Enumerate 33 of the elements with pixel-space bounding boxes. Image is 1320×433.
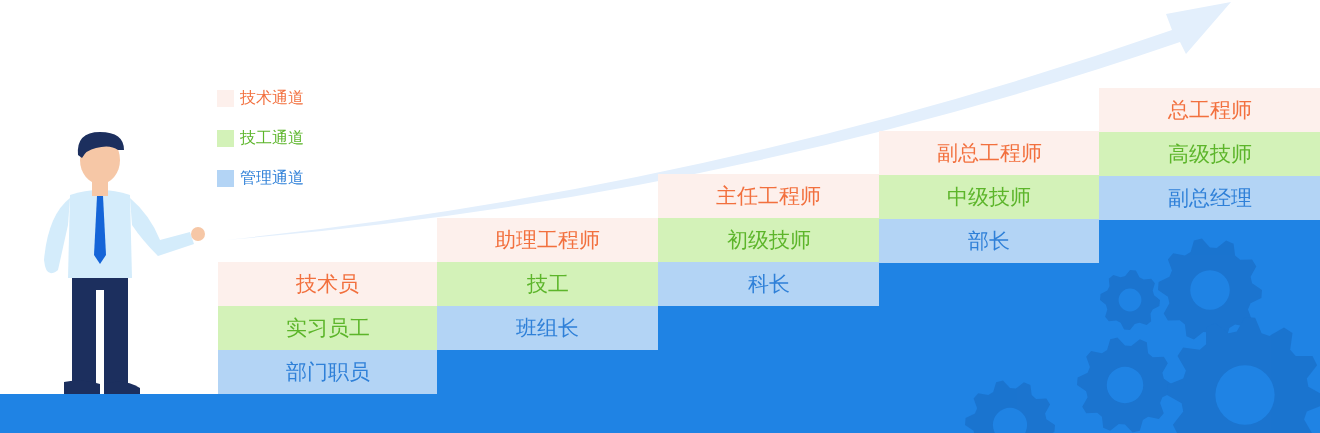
level-title: 主任工程师 [716, 183, 821, 210]
level-title: 副总工程师 [936, 140, 1042, 167]
level-title: 班组长 [516, 315, 579, 342]
level-title: 科长 [747, 271, 790, 298]
level-title: 高级技师 [1167, 141, 1252, 168]
career-level-cell [437, 262, 658, 306]
career-level-cell [218, 350, 437, 394]
level-title: 副总经理 [1167, 185, 1252, 212]
career-level-cell [879, 131, 1099, 175]
legend-label: 技术通道 [240, 88, 304, 109]
level-title: 技工 [526, 271, 569, 298]
level-title: 实习员工 [285, 315, 370, 342]
career-level-cell [1099, 132, 1320, 176]
level-title: 初级技师 [726, 227, 811, 254]
level-title: 部门职员 [285, 359, 370, 386]
career-level-cell [658, 174, 879, 218]
career-level-cell [437, 306, 658, 350]
level-title: 中级技师 [947, 184, 1031, 211]
career-level-cell [658, 218, 879, 262]
career-level-cell [218, 262, 437, 306]
career-level-cell [879, 219, 1099, 263]
level-title: 助理工程师 [495, 227, 600, 254]
level-title: 部长 [968, 228, 1010, 255]
career-level-cell [437, 218, 658, 262]
career-level-cell [1099, 176, 1320, 220]
career-level-cell [1099, 88, 1320, 132]
level-title: 总工程师 [1167, 97, 1252, 124]
career-level-cell [218, 306, 437, 350]
level-title: 技术员 [296, 271, 359, 298]
career-level-cell [658, 262, 879, 306]
legend-label: 技工通道 [240, 128, 304, 149]
legend-label: 管理通道 [240, 168, 304, 189]
career-level-cell [879, 175, 1099, 219]
